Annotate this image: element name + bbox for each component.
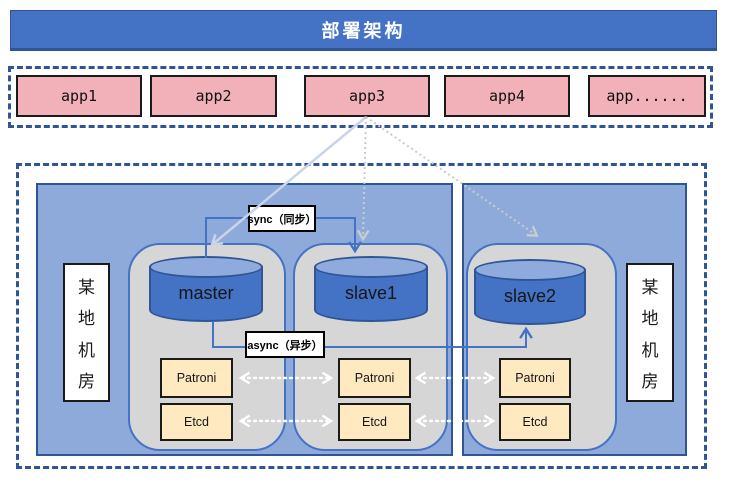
patroni-box-master: Patroni (160, 358, 233, 398)
cylinder-top-ellipse (314, 256, 428, 278)
app-box-4: app4 (444, 75, 570, 117)
patroni-box-slave1: Patroni (338, 358, 411, 398)
slave1-cylinder: slave1 (314, 256, 428, 322)
etcd-box-slave1: Etcd (338, 403, 411, 441)
cylinder-top-ellipse (149, 256, 263, 278)
etcd-box-slave2: Etcd (499, 403, 571, 441)
async-label-chip: async（异步） (245, 331, 325, 358)
app-box-more: app...... (588, 75, 706, 117)
app-box-3: app3 (304, 75, 430, 117)
etcd-box-master: Etcd (160, 403, 233, 441)
sync-label-chip: sync（同步） (247, 205, 317, 232)
page-title: 部署架构 (321, 20, 406, 41)
app-box-1: app1 (16, 75, 142, 117)
app-box-2: app2 (150, 75, 277, 117)
patroni-box-slave2: Patroni (499, 358, 571, 398)
slave1-label: slave1 (344, 283, 398, 303)
slave2-label: slave2 (503, 286, 557, 306)
master-cylinder: master (149, 256, 263, 322)
master-label: master (178, 283, 234, 303)
datacenter-label-left: 某 地 机 房 (63, 263, 110, 402)
title-banner: 部署架构 (10, 10, 717, 51)
cylinder-top-ellipse (474, 259, 586, 281)
slave2-cylinder: slave2 (474, 259, 586, 325)
datacenter-label-right: 某 地 机 房 (626, 263, 674, 402)
